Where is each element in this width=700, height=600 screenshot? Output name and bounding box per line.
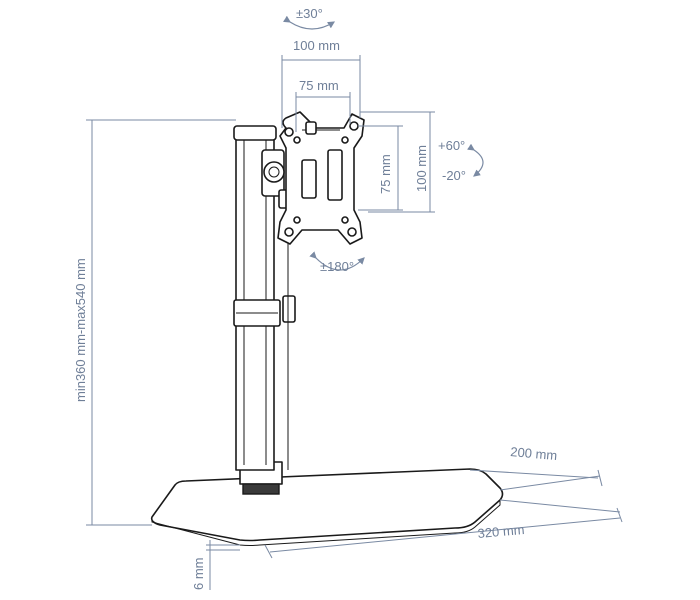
height-75-label: 75 mm [378, 154, 393, 194]
base-thickness-label: 6 mm [191, 558, 206, 591]
rotate-label: ±180° [320, 259, 354, 274]
tilt-down-label: -20° [442, 168, 466, 183]
swivel-label: ±30° [296, 6, 323, 21]
dimension-lines [86, 15, 623, 590]
width-100-label: 100 mm [293, 38, 340, 53]
base-width-label: 320 mm [477, 522, 525, 541]
tilt-up-label: +60° [438, 138, 465, 153]
base-depth-label: 200 mm [510, 444, 558, 463]
width-75-label: 75 mm [299, 78, 339, 93]
vesa-plate [277, 111, 365, 245]
height-range-label: min360 mm-max540 mm [73, 258, 88, 402]
tilt-joint [261, 149, 294, 209]
height-100-label: 100 mm [414, 145, 429, 192]
